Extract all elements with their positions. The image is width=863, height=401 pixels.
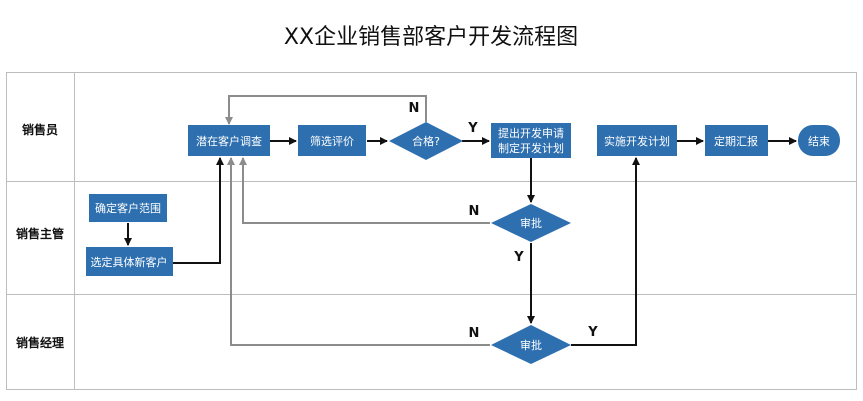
node-select: 选定具体新客户 [86, 247, 173, 276]
arrow-select-to-survey [173, 157, 224, 264]
node-implement-label: 实施开发计划 [604, 134, 670, 148]
node-implement: 实施开发计划 [597, 125, 677, 156]
node-qualified-label: 合格? [412, 134, 440, 148]
node-survey: 潜在客户调查 [188, 125, 270, 156]
arrow-qualified-no-loop [225, 95, 427, 125]
lane-label-salesperson: 销售员 [22, 122, 58, 137]
node-approve-director: 审批 [491, 325, 571, 364]
edge-label-qualified-yes: Y [467, 121, 478, 136]
node-end: 结束 [798, 125, 840, 156]
edge-label-approve-manager-no: N [469, 204, 480, 219]
node-apply-label-line1: 提出开发申请 [498, 126, 564, 140]
node-report-label: 定期汇报 [714, 134, 758, 148]
node-approve-manager-label: 审批 [520, 216, 542, 230]
arrow-approve-director-yes [571, 157, 640, 346]
node-apply: 提出开发申请 制定开发计划 [491, 123, 571, 158]
node-approve-manager: 审批 [491, 204, 571, 242]
node-scope-label: 确定客户范围 [95, 201, 161, 215]
node-approve-director-label: 审批 [520, 338, 542, 352]
node-report: 定期汇报 [705, 125, 768, 156]
node-screen-label: 筛选评价 [310, 134, 354, 148]
arrow-approve-director-no [227, 157, 490, 346]
node-qualified-decision: 合格? [389, 122, 463, 160]
arrow-approve-manager-no [239, 157, 490, 224]
node-end-label: 结束 [808, 135, 830, 148]
edge-label-approve-director-no: N [469, 326, 480, 341]
node-screen: 筛选评价 [298, 125, 366, 156]
node-survey-label: 潜在客户调查 [196, 134, 262, 148]
swimlane-grid [6, 72, 857, 390]
node-scope: 确定客户范围 [89, 194, 167, 222]
edge-label-approve-manager-yes: Y [513, 250, 524, 265]
lane-label-supervisor: 销售主管 [16, 226, 64, 241]
node-select-label: 选定具体新客户 [91, 255, 168, 269]
edge-label-qualified-no: N [409, 101, 420, 116]
node-apply-label-line2: 制定开发计划 [498, 141, 564, 155]
lane-label-manager: 销售经理 [16, 335, 64, 350]
page-title: XX企业销售部客户开发流程图 [284, 25, 578, 50]
edge-label-approve-director-yes: Y [587, 325, 598, 340]
